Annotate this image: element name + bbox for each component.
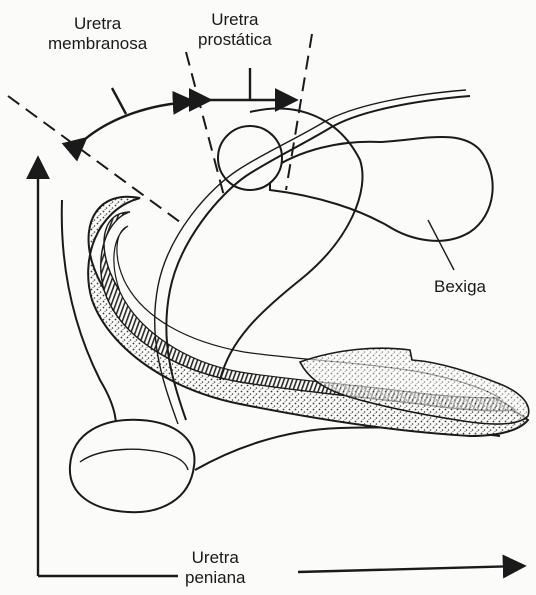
label-uretra-membranosa-line1: Uretra (48, 14, 147, 34)
membranosa-arrow-tick (112, 88, 126, 114)
membranosa-dashed-line (8, 96, 180, 222)
bladder (270, 137, 493, 241)
prostatica-dashed-left (186, 52, 224, 196)
label-bexiga: Bexiga (434, 277, 486, 297)
horizontal-axis-right-arrow (298, 566, 522, 572)
testis (70, 420, 195, 512)
label-uretra-peniana-line2: peniana (185, 568, 246, 588)
label-uretra-peniana: Uretra peniana (185, 548, 246, 588)
label-uretra-membranosa-line2: membranosa (48, 34, 147, 54)
label-uretra-peniana-line1: Uretra (185, 548, 246, 568)
label-uretra-prostatica: Uretra prostática (198, 10, 272, 50)
label-uretra-prostatica-line1: Uretra (198, 10, 272, 30)
label-uretra-prostatica-line2: prostática (198, 30, 272, 50)
membranosa-arrow (84, 102, 192, 140)
prostate (218, 126, 282, 190)
label-uretra-membranosa: Uretra membranosa (48, 14, 147, 54)
